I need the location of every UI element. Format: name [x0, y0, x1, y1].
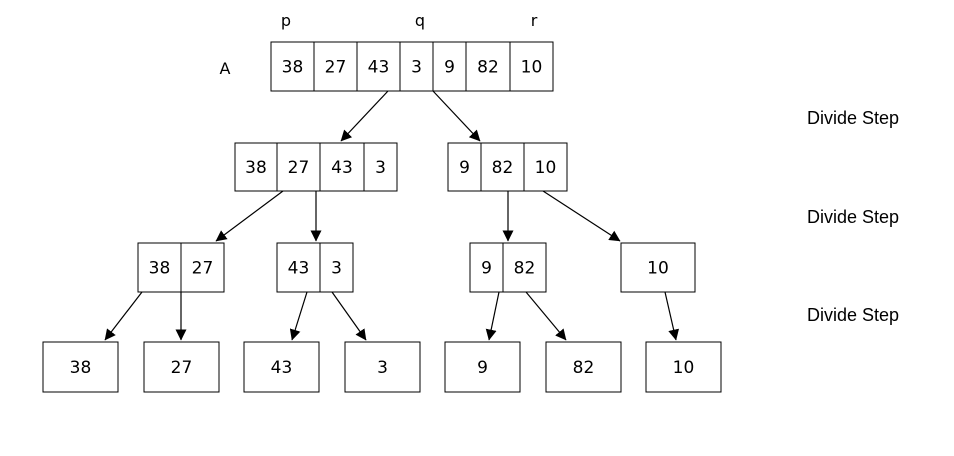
arrow-1 [340, 90, 389, 142]
array-cell [363, 142, 398, 192]
arrow-12 [525, 291, 567, 341]
pointer-p: p [281, 11, 291, 30]
array-cell [432, 41, 467, 92]
subarray-level3-group3: 9 82 [469, 242, 547, 293]
subarray-level2-group1: 38 27 43 3 [234, 142, 398, 192]
array-cell [143, 341, 220, 393]
array-cell [469, 242, 504, 293]
array-cell [180, 242, 225, 293]
array-cell [234, 142, 278, 192]
array-cell [645, 341, 722, 393]
subarray-level3-group2: 43 3 [276, 242, 354, 293]
cell-value: 3 [411, 58, 422, 78]
step-label-3: Divide Step [807, 305, 899, 325]
arrow-9 [289, 291, 308, 341]
cell-value: 82 [573, 358, 595, 378]
cell-value: 10 [673, 358, 695, 378]
array-cell [42, 341, 119, 393]
cell-value: 43 [271, 358, 293, 378]
subarray-level4-group3: 43 [243, 341, 320, 393]
cell-value: 3 [377, 358, 388, 378]
arrow-7 [104, 291, 143, 341]
step-label-2: Divide Step [807, 207, 899, 227]
cell-value: 38 [149, 259, 171, 279]
cell-value: 3 [375, 158, 386, 178]
cell-value: 3 [331, 259, 342, 279]
cell-value: 27 [192, 259, 214, 279]
subarray-level3-group1: 38 27 [137, 242, 225, 293]
array-cell [465, 41, 511, 92]
subarray-level2-group2: 9 82 10 [447, 142, 568, 192]
array-cell [444, 341, 521, 393]
cell-value: 9 [444, 58, 455, 78]
subarray-level4-group2: 27 [143, 341, 220, 393]
subarray-level4-group7: 10 [645, 341, 722, 393]
cell-value: 27 [325, 58, 347, 78]
cell-value: 9 [477, 358, 488, 378]
array-cell [523, 142, 568, 192]
array-cell [447, 142, 482, 192]
array-cell [319, 142, 365, 192]
cell-value: 82 [477, 58, 499, 78]
pointer-r: r [531, 11, 538, 30]
cell-value: 27 [288, 158, 310, 178]
array-cell [356, 41, 401, 92]
array-cell [502, 242, 547, 293]
subarray-level4-group6: 82 [545, 341, 622, 393]
array-cell [276, 242, 321, 293]
array-cell [480, 142, 525, 192]
array-cell [545, 341, 622, 393]
subarray-level4-group4: 3 [344, 341, 421, 393]
pointer-q: q [415, 11, 425, 30]
cell-value: 10 [647, 259, 669, 279]
edges [104, 90, 680, 341]
array-cell [276, 142, 321, 192]
cell-value: 38 [70, 358, 92, 378]
cell-value: 10 [535, 158, 557, 178]
cell-value: 82 [514, 259, 536, 279]
cell-value: 82 [492, 158, 514, 178]
cell-value: 43 [288, 259, 310, 279]
cell-value: 38 [282, 58, 304, 78]
array-cell [344, 341, 421, 393]
cell-value: 10 [521, 58, 543, 78]
cell-value: 9 [459, 158, 470, 178]
array-label: A [220, 59, 231, 78]
subarray-level4-group1: 38 [42, 341, 119, 393]
subarray-level4-group5: 9 [444, 341, 521, 393]
cell-value: 27 [171, 358, 193, 378]
array-cell [399, 41, 434, 92]
array-cell [319, 242, 354, 293]
cell-value: 43 [368, 58, 390, 78]
array-cell [313, 41, 358, 92]
array-cell [137, 242, 182, 293]
subarray-level1-group1: 38 27 43 3 9 82 10 [270, 41, 554, 92]
arrow-2 [432, 90, 481, 142]
array-cell [509, 41, 554, 92]
array-cell [270, 41, 315, 92]
arrow-6 [542, 190, 621, 242]
arrow-10 [331, 291, 367, 341]
subarray-level3-group4: 10 [620, 242, 696, 293]
cell-value: 9 [481, 259, 492, 279]
arrow-11 [485, 291, 500, 341]
array-cell [243, 341, 320, 393]
step-label-1: Divide Step [807, 108, 899, 128]
cell-value: 43 [331, 158, 353, 178]
array-cell [620, 242, 696, 293]
cell-value: 38 [245, 158, 267, 178]
nodes: 38 27 43 3 9 82 10 38 27 43 3 9 82 10 38 27 43 3 9 82 10 38 27… [42, 41, 722, 393]
arrow-13 [664, 291, 680, 341]
arrow-3 [215, 190, 284, 242]
